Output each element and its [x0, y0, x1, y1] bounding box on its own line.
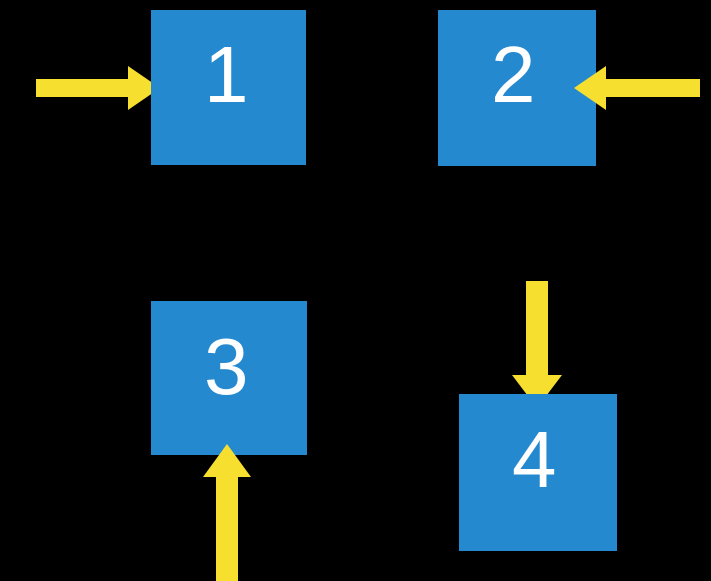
node-box-1[interactable] — [151, 10, 306, 165]
node-box-2[interactable] — [438, 10, 596, 166]
node-label-2: 2 — [491, 30, 536, 119]
arrow-into-node-1 — [36, 66, 160, 110]
arrow-into-node-2 — [574, 66, 700, 110]
arrow-into-node-3 — [203, 444, 251, 581]
node-label-3: 3 — [204, 322, 249, 411]
arrow-into-node-4 — [512, 281, 562, 408]
node-label-1: 1 — [204, 30, 249, 119]
node-box-4[interactable] — [459, 394, 617, 551]
node-box-3[interactable] — [151, 301, 307, 455]
node-label-4: 4 — [512, 415, 557, 504]
